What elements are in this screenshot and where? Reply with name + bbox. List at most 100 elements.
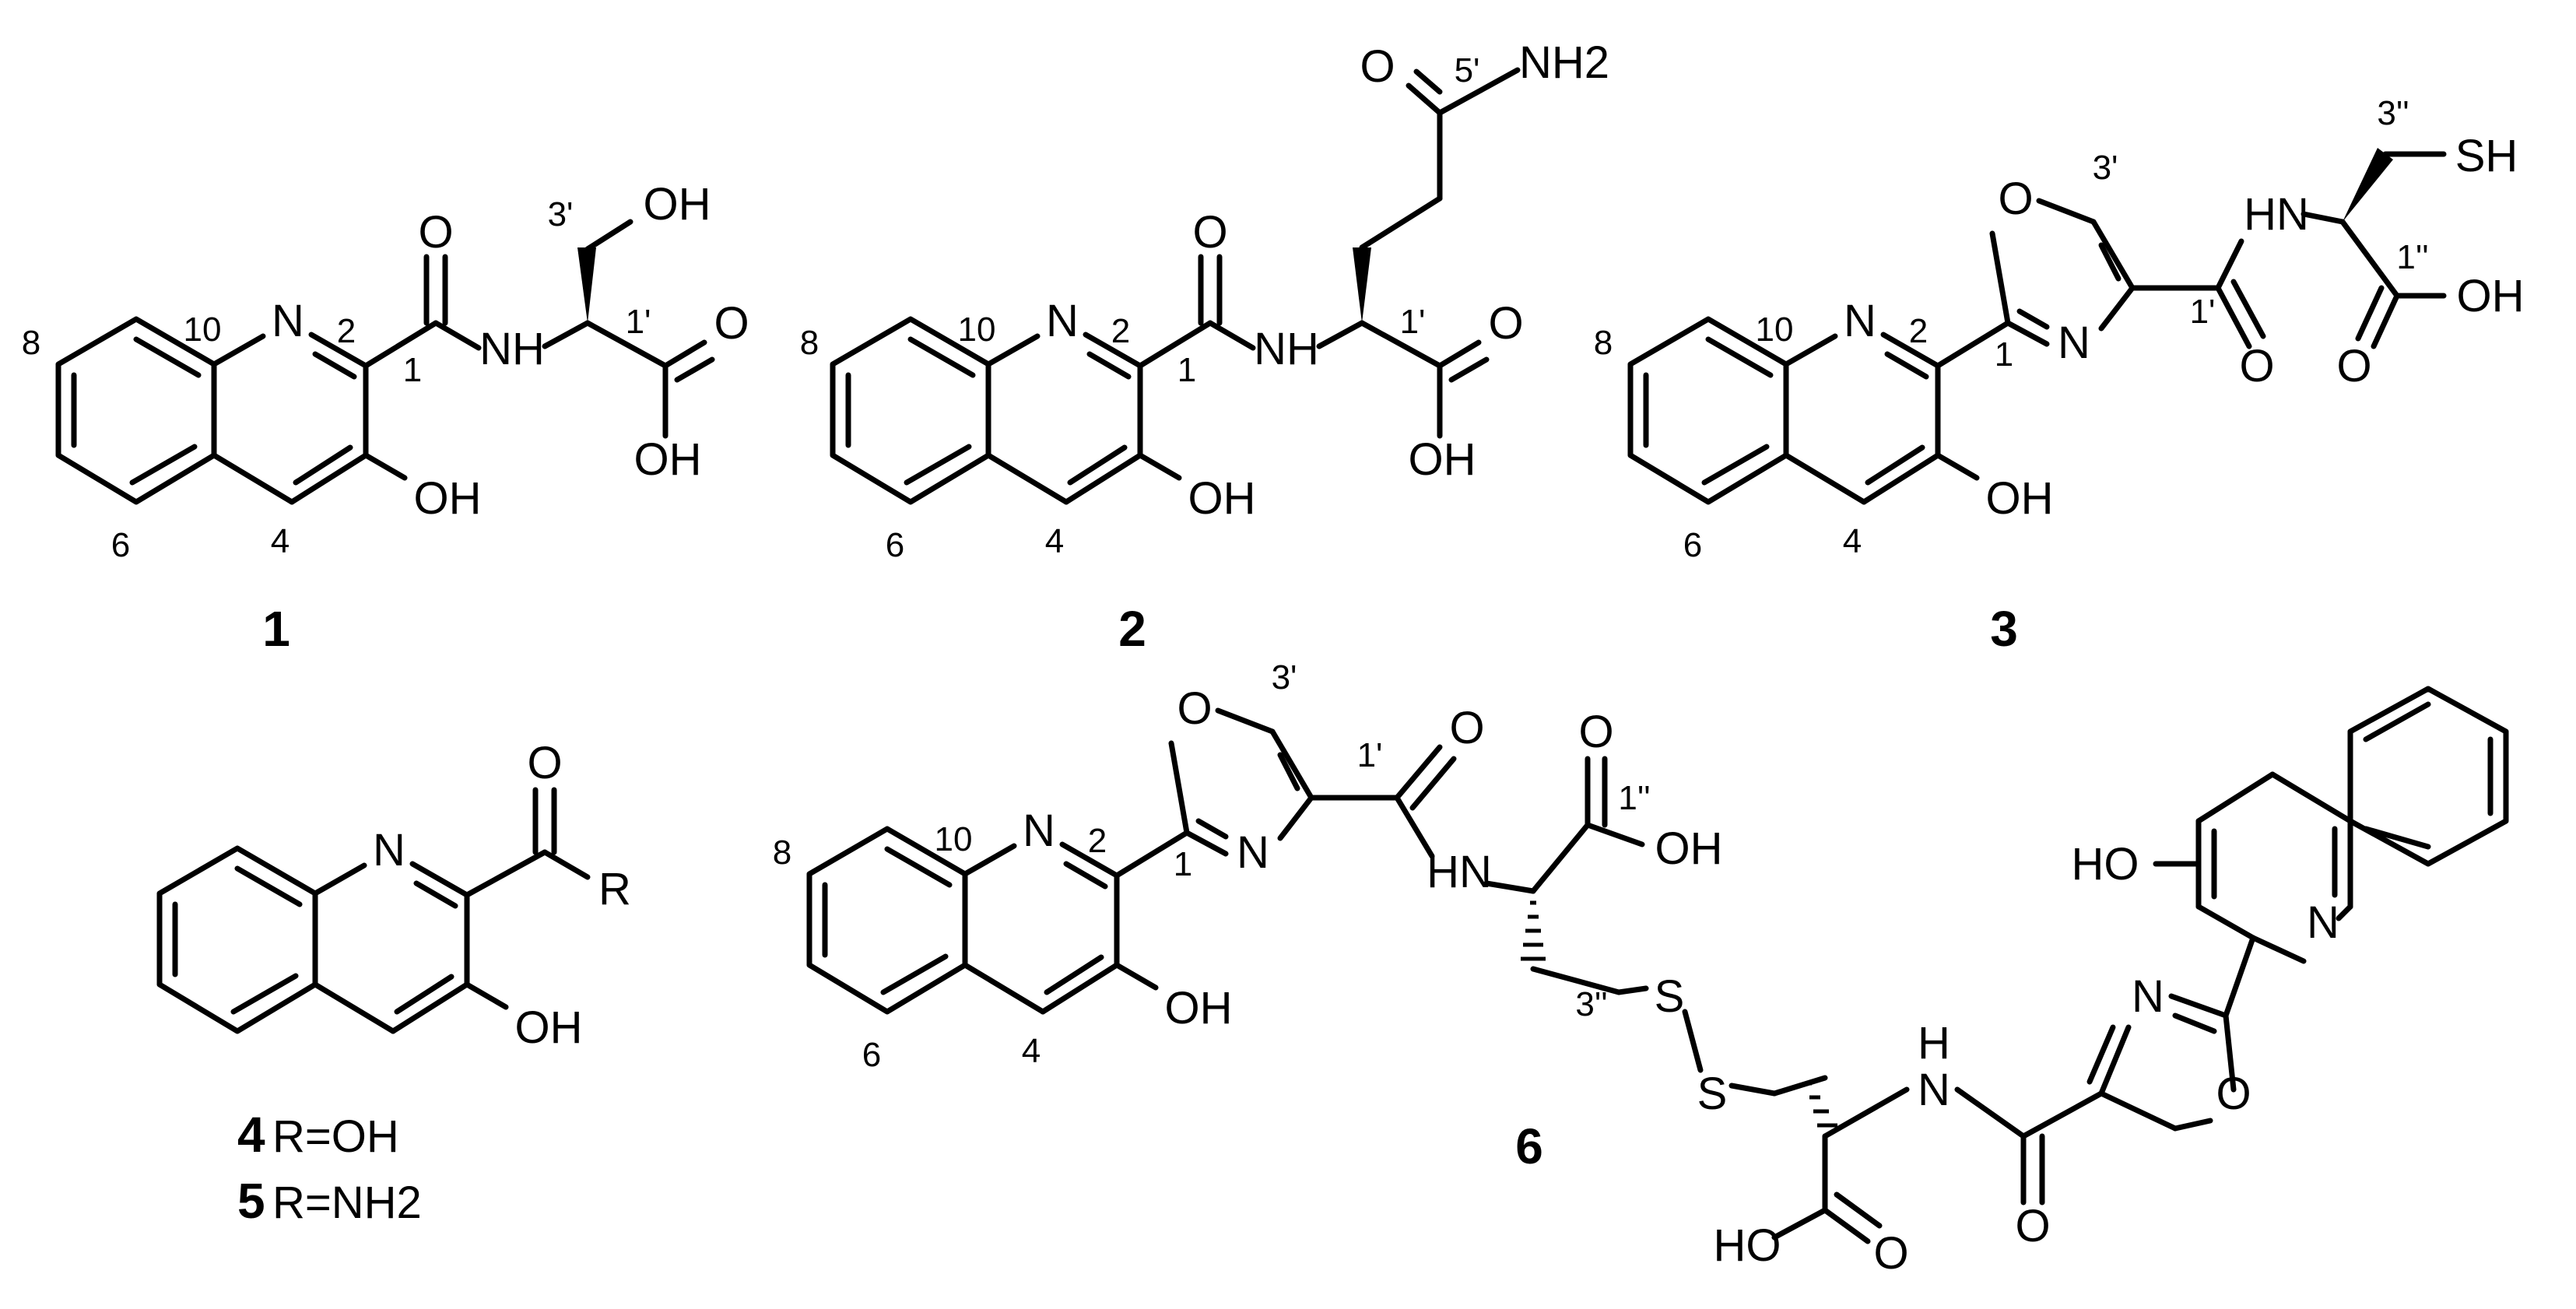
compound-1-atom-acid-o: O: [714, 298, 749, 349]
compound-2-atom-nh2: NH2: [1519, 37, 1609, 88]
compound-1-label: 1: [262, 601, 290, 657]
compound-6-atom-quinoline-n-right: N: [2307, 897, 2339, 948]
compound-6-atom-ring-oh-right: HO: [2072, 839, 2139, 890]
compound-3-structure: O N N HN SH O O OH OH 3' 3'' 8 10 2 1 1'…: [1594, 94, 2525, 657]
compound-6-atom-oxazole-n-left: N: [1237, 827, 1269, 878]
compound-6-locant-4: 4: [1022, 1032, 1041, 1070]
compound-3-atom-oxazole-o: O: [1998, 174, 2033, 224]
compound-6-label: 6: [1515, 1118, 1543, 1174]
compound-6-atom-acid-ho-right: HO: [1714, 1220, 1781, 1271]
compound-1-atom-ring-oh: OH: [414, 473, 482, 524]
compound-6-locant-2: 2: [1088, 822, 1107, 860]
compound-3-atom-quinoline-n: N: [1844, 296, 1876, 346]
compound-3-atom-amide-o: O: [2239, 341, 2274, 391]
compound-6-locant-6: 6: [862, 1036, 881, 1074]
compound-2-locant-8: 8: [800, 324, 819, 362]
compound-3-atom-acid-o: O: [2336, 341, 2371, 391]
compound-6-hashed-wedge-right: [1806, 1081, 1837, 1128]
compound-2-atom-n: N: [1046, 296, 1079, 346]
compound-1-atom-nh: NH: [479, 324, 545, 374]
compound-1-locant-3prime: 3': [548, 195, 574, 233]
compound-3-atom-ring-oh: OH: [1986, 473, 2054, 524]
compound-2-atom-ring-oh: OH: [1188, 473, 1256, 524]
compound-5-definition: 5 R=NH2: [237, 1173, 422, 1229]
compound-6-locant-3prime: 3': [1272, 658, 1297, 697]
compound-2-structure: NH2 O N O NH O OH OH 5' 8 10 2 1 1' 6 4 …: [800, 37, 1609, 657]
compound-6-locant-8: 8: [773, 833, 791, 872]
compound-4-5-atom-ring-oh: OH: [515, 1002, 583, 1053]
compound-1-locant-4: 4: [271, 522, 290, 560]
compound-6-atom-acid-o-left: O: [1578, 707, 1613, 757]
compound-1-locant-10: 10: [184, 311, 222, 349]
compound-3-locant-2: 2: [1909, 312, 1928, 350]
compound-6-hashed-wedge-left: [1521, 900, 1546, 961]
compound-4-5-structure: O R N OH 4 R=OH 5 R=NH2: [156, 738, 631, 1229]
compound-2-atom-acid-o: O: [1488, 298, 1523, 349]
compound-6-locant-1prime: 1': [1357, 736, 1383, 774]
compound-3-locant-1prime: 1': [2190, 293, 2216, 331]
compound-2-locant-4: 4: [1045, 522, 1064, 560]
compound-6-atom-amide-o-right: O: [2015, 1201, 2050, 1251]
compound-6-locant-1: 1: [1174, 845, 1192, 883]
compound-3-locant-1: 1: [1995, 335, 2013, 374]
compound-1-locant-1prime: 1': [626, 303, 651, 341]
compound-1-structure: N O NH OH O OH OH 8 10 2 1 3' 1' 6 4 1: [22, 179, 749, 657]
compound-1-atom-n: N: [272, 296, 304, 346]
compound-6-structure: O O O OH N N HN OH S S HO N N H N O HO O…: [773, 658, 2509, 1279]
compound-6-locant-1doubleprime: 1'': [1618, 779, 1650, 817]
compound-3-atom-sh: SH: [2455, 131, 2518, 181]
compound-3-atom-oxazole-n: N: [2058, 318, 2090, 368]
compound-5-label: 5: [237, 1173, 265, 1229]
compound-6-atom-oxazole-o-left: O: [1177, 683, 1212, 734]
compound-2-locant-1prime: 1': [1400, 303, 1426, 341]
compound-6-atom-amide-o-left: O: [1449, 703, 1484, 753]
compound-4-label: 4: [237, 1107, 265, 1163]
compound-3-atom-hn: HN: [2244, 189, 2309, 240]
compound-3-locant-3prime: 3': [2093, 149, 2118, 187]
compound-5-r-group: R=NH2: [272, 1177, 422, 1228]
compound-3-label: 3: [1990, 601, 2018, 657]
compound-1-locant-2: 2: [337, 312, 356, 350]
compound-3-locant-6: 6: [1683, 526, 1702, 564]
compound-6-locant-3doubleprime: 3'': [1575, 985, 1607, 1023]
compound-4-5-atom-n: N: [373, 825, 405, 876]
compound-2-locant-5prime: 5': [1455, 51, 1480, 89]
compound-4-definition: 4 R=OH: [237, 1107, 399, 1163]
compound-6-atom-hn-left: HN: [1427, 847, 1492, 897]
compound-6-atom-amide-h-right: H: [1918, 1018, 1950, 1069]
compound-1-atom-carbonyl-o: O: [418, 207, 453, 258]
compound-3-locant-1doubleprime: 1'': [2396, 238, 2428, 276]
compound-1-atom-acid-oh: OH: [634, 434, 702, 485]
compound-3-locant-3doubleprime: 3'': [2377, 94, 2409, 132]
compound-6-atom-amide-n-right: N: [1918, 1065, 1950, 1115]
compound-3-locant-4: 4: [1843, 522, 1862, 560]
compound-2-locant-2: 2: [1111, 312, 1130, 350]
compound-3-atom-acid-oh: OH: [2457, 271, 2525, 321]
compound-2-atom-nh: NH: [1254, 324, 1319, 374]
compound-2-atom-acid-oh: OH: [1409, 434, 1476, 485]
compound-6-locant-10: 10: [935, 820, 973, 858]
compound-1-atom-oh-sidechain: OH: [644, 179, 711, 230]
compound-1-locant-1: 1: [403, 351, 422, 389]
compound-2-atom-carbonyl-o: O: [1192, 207, 1227, 258]
compound-2-locant-10: 10: [958, 311, 996, 349]
compound-3-locant-10: 10: [1756, 311, 1794, 349]
compound-6-atom-oxazole-n-right: N: [2132, 971, 2164, 1022]
compound-4-5-atom-r: R: [598, 864, 631, 914]
compound-6-atom-s-lower: S: [1697, 1069, 1728, 1119]
compound-6-atom-acid-o-right: O: [1873, 1228, 1908, 1279]
compound-2-atom-amide-o: O: [1360, 41, 1395, 92]
compound-6-atom-s-upper: S: [1655, 971, 1685, 1022]
compound-3-locant-8: 8: [1594, 324, 1613, 362]
compound-2-locant-6: 6: [886, 526, 904, 564]
compound-6-atom-oxazole-o-right: O: [2216, 1069, 2251, 1119]
compound-4-r-group: R=OH: [272, 1111, 399, 1162]
compound-1-locant-6: 6: [111, 526, 130, 564]
compound-6-atom-acid-oh-left: OH: [1655, 823, 1723, 874]
compound-4-5-atom-o: O: [527, 738, 562, 788]
compound-1-locant-8: 8: [22, 324, 40, 362]
compound-2-locant-1: 1: [1177, 351, 1196, 389]
compound-6-atom-quinoline-n-left: N: [1023, 805, 1055, 856]
